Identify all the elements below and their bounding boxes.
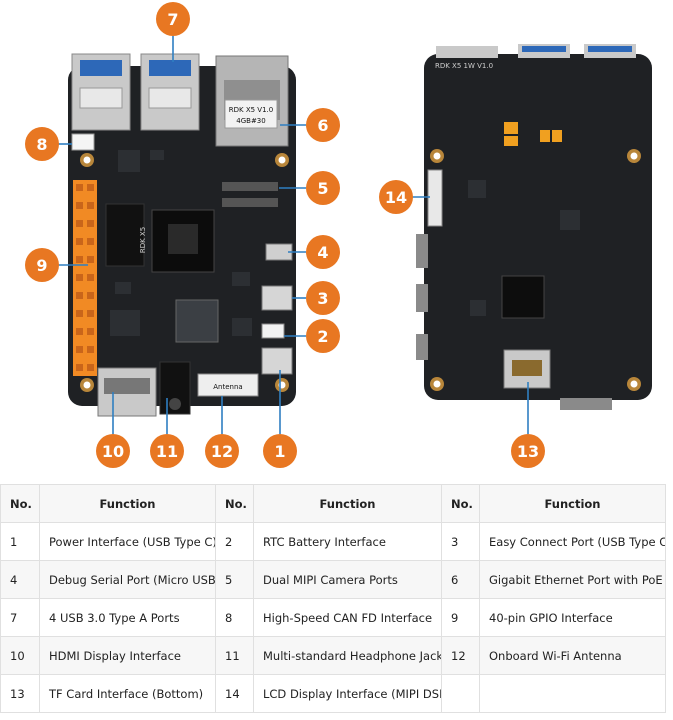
- cell-no: 4: [0, 560, 40, 599]
- callout-13: 13: [511, 434, 545, 468]
- board-back: RDK X5 1W V1.0: [416, 44, 652, 410]
- cell-function: 40-pin GPIO Interface: [479, 598, 666, 637]
- callout-7: 7: [156, 2, 190, 36]
- header-no-3: No.: [441, 484, 480, 523]
- cell-no: 7: [0, 598, 40, 637]
- cell-no: 8: [215, 598, 254, 637]
- gpio-header: [73, 180, 97, 376]
- back-board-label: RDK X5 1W V1.0: [435, 62, 493, 70]
- svg-text:13: 13: [517, 442, 539, 461]
- cell-function: [479, 674, 666, 713]
- header-no-1: No.: [0, 484, 40, 523]
- svg-text:4: 4: [317, 243, 328, 262]
- callout-12: 12: [205, 434, 239, 468]
- header-function-2: Function: [253, 484, 442, 523]
- callout-9: 9: [25, 248, 59, 282]
- sticker-line1: RDK X5 V1.0: [229, 106, 273, 114]
- cell-function: Easy Connect Port (USB Type C): [479, 522, 666, 561]
- svg-text:10: 10: [102, 442, 124, 461]
- cell-no: 2: [215, 522, 254, 561]
- callout-2: 2: [306, 319, 340, 353]
- cell-function: HDMI Display Interface: [39, 636, 216, 675]
- callout-8: 8: [25, 127, 59, 161]
- camera-connector-1: [222, 182, 278, 191]
- svg-text:11: 11: [156, 442, 178, 461]
- wifi-module: [175, 299, 219, 343]
- callout-3: 3: [306, 281, 340, 315]
- cell-function: Multi-standard Headphone Jack: [253, 636, 442, 675]
- cell-function: High-Speed CAN FD Interface: [253, 598, 442, 637]
- cell-function: RTC Battery Interface: [253, 522, 442, 561]
- cell-no: 13: [0, 674, 40, 713]
- wifi-antenna: [197, 373, 259, 397]
- svg-text:14: 14: [385, 188, 407, 207]
- callout-4: 4: [306, 235, 340, 269]
- table-header-row: No. Function No. Function No. Function: [0, 484, 666, 523]
- header-no-2: No.: [215, 484, 254, 523]
- cell-no: 10: [0, 636, 40, 675]
- cell-no: 1: [0, 522, 40, 561]
- cell-no: 3: [441, 522, 480, 561]
- svg-text:9: 9: [36, 256, 47, 275]
- cell-function: Gigabit Ethernet Port with PoE: [479, 560, 666, 599]
- ethernet-port: RDK X5 V1.0 4GB#30: [215, 55, 289, 147]
- board-diagram: RDK X5 V1.0 4GB#30: [25, 2, 652, 468]
- svg-text:6: 6: [317, 116, 328, 135]
- rtc-connector: [261, 323, 285, 339]
- svg-text:5: 5: [317, 179, 328, 198]
- camera-connector-2: [222, 198, 278, 207]
- can-connector: [71, 133, 95, 151]
- function-table: No. Function No. Function No. Function 1…: [0, 484, 666, 713]
- cell-function: 4 USB 3.0 Type A Ports: [39, 598, 216, 637]
- table-row: 4 Debug Serial Port (Micro USB) 5 Dual M…: [0, 560, 666, 599]
- type-c-port-3: [261, 285, 293, 311]
- cell-no: [441, 674, 480, 713]
- callout-10: 10: [96, 434, 130, 468]
- callout-1: 1: [263, 434, 297, 468]
- header-function-1: Function: [39, 484, 216, 523]
- cell-function: Debug Serial Port (Micro USB): [39, 560, 216, 599]
- cell-function: Onboard Wi-Fi Antenna: [479, 636, 666, 675]
- svg-text:12: 12: [211, 442, 233, 461]
- svg-text:2: 2: [317, 327, 328, 346]
- table-row: 1 Power Interface (USB Type C) 2 RTC Bat…: [0, 522, 666, 561]
- cell-function: Dual MIPI Camera Ports: [253, 560, 442, 599]
- type-c-power-port: [261, 347, 293, 375]
- cell-function: TF Card Interface (Bottom): [39, 674, 216, 713]
- cell-no: 12: [441, 636, 480, 675]
- callout-14: 14: [379, 180, 413, 214]
- table-row: 10 HDMI Display Interface 11 Multi-stand…: [0, 636, 666, 675]
- usb-a-ports: [71, 53, 200, 131]
- cell-no: 11: [215, 636, 254, 675]
- board-model-label: RDK X5: [139, 227, 147, 253]
- svg-text:3: 3: [317, 289, 328, 308]
- cell-function: LCD Display Interface (MIPI DSI): [253, 674, 442, 713]
- cell-function: Power Interface (USB Type C): [39, 522, 216, 561]
- callout-5: 5: [306, 171, 340, 205]
- callout-11: 11: [150, 434, 184, 468]
- soc-chip: RDK X5: [139, 209, 215, 273]
- cell-no: 14: [215, 674, 254, 713]
- svg-text:1: 1: [274, 442, 285, 461]
- cell-no: 9: [441, 598, 480, 637]
- board-front: RDK X5 V1.0 4GB#30: [68, 53, 296, 417]
- antenna-label: Antenna: [213, 383, 242, 391]
- table-row: 13 TF Card Interface (Bottom) 14 LCD Dis…: [0, 674, 666, 713]
- callout-6: 6: [306, 108, 340, 142]
- cell-no: 5: [215, 560, 254, 599]
- dsi-connector: [427, 169, 443, 227]
- cell-no: 6: [441, 560, 480, 599]
- table-row: 7 4 USB 3.0 Type A Ports 8 High-Speed CA…: [0, 598, 666, 637]
- svg-text:8: 8: [36, 135, 47, 154]
- sticker-line2: 4GB#30: [236, 117, 265, 125]
- svg-text:7: 7: [167, 10, 178, 29]
- header-function-3: Function: [479, 484, 666, 523]
